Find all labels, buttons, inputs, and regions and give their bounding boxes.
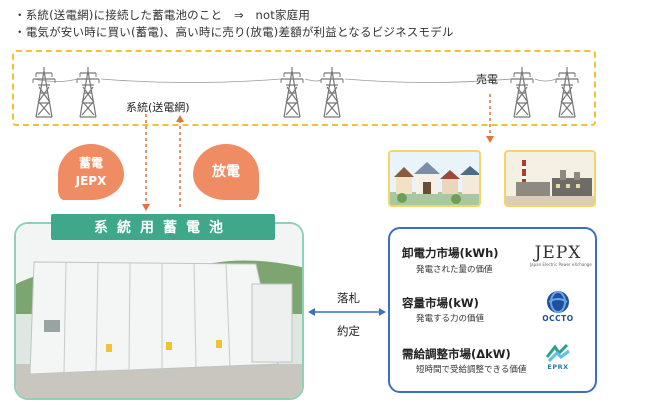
occto-logo-text: OCCTO (542, 314, 574, 323)
house-icon (390, 162, 479, 205)
sell-label: 売電 (476, 73, 498, 86)
battery-photo-frame (14, 222, 304, 400)
sell-arrow (486, 94, 494, 143)
market-balancing-subtitle: 短時間で受給調整できる価値 (416, 365, 527, 375)
charge-bubble: 蓄電 JEPX (58, 144, 124, 200)
transmission-tower-icon (555, 66, 579, 118)
eprx-logo-text: EPRX (547, 363, 569, 371)
eprx-logo-mark (545, 343, 570, 363)
factory-scene (504, 150, 596, 207)
grid-network-box (12, 50, 596, 126)
jepx-logo: JEPX Japan Electric Power eXchange (530, 243, 592, 267)
discharge-bubble: 放電 (193, 144, 259, 200)
eprx-logo: EPRX (538, 343, 578, 371)
bullet-1: ・系統(送電網)に接続した蓄電池のこと ⇒ not家庭用 (14, 8, 311, 22)
jepx-logo-sub: Japan Electric Power eXchange (530, 262, 592, 267)
market-capacity-title: 容量市場(kW) (402, 296, 479, 310)
transmission-tower-icon (320, 66, 344, 118)
market-wholesale-title: 卸電力市場(kWh) (402, 246, 499, 260)
market-wholesale-subtitle: 発電された量の価値 (416, 265, 493, 275)
transmission-tower-icon (280, 66, 304, 118)
transmission-tower-icon (32, 66, 56, 118)
discharge-arrow (176, 115, 184, 210)
jepx-logo-text: JEPX (534, 243, 582, 263)
transmission-tower-icon (510, 66, 534, 118)
occto-logo: OCCTO (540, 290, 576, 323)
discharge-bubble-label: 放電 (212, 164, 240, 180)
charge-bubble-line1: 蓄電 (78, 156, 103, 170)
market-capacity-subtitle: 発電する力の価値 (416, 314, 485, 324)
transmission-tower-icon (76, 66, 100, 118)
contract-label: 約定 (337, 324, 360, 338)
occto-logo-mark (547, 291, 569, 313)
grid-label: 系統(送電網) (126, 101, 190, 114)
markets-panel (388, 227, 597, 393)
bullet-2: ・電気が安い時に買い(蓄電)、高い時に売り(放電)差額が利益となるビジネスモデル (14, 25, 454, 39)
factory-icon (506, 160, 594, 205)
battery-container-image (16, 224, 302, 398)
charge-arrow (142, 114, 150, 211)
charge-bubble-line2: JEPX (75, 174, 107, 188)
market-balancing-title: 需給調整市場(ΔkW) (402, 347, 511, 361)
bid-label: 落札 (337, 291, 360, 305)
houses-scene (388, 150, 481, 207)
bid-contract-arrow (308, 308, 386, 316)
battery-banner: 系統用蓄電池 (51, 214, 275, 240)
